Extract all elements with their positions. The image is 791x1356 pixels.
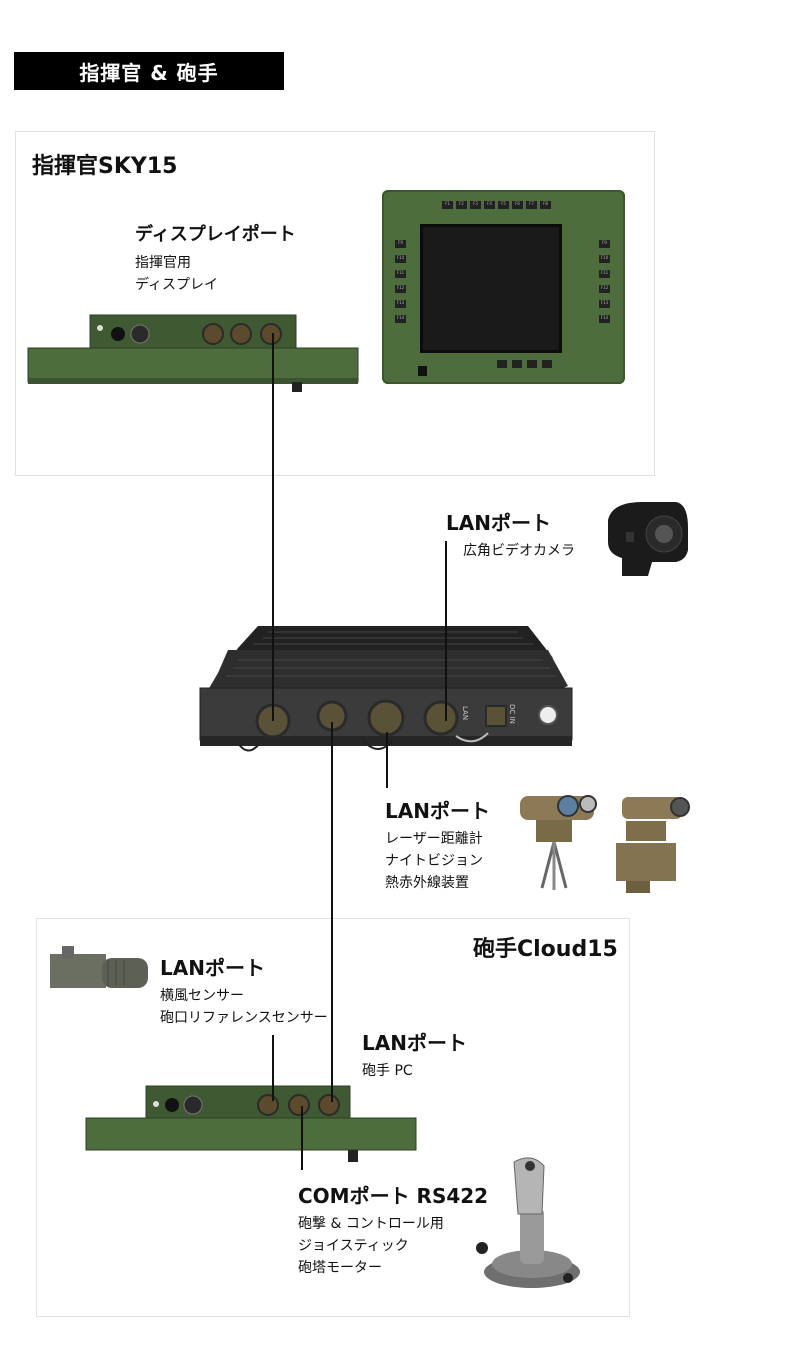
lan-camera-desc: 広角ビデオカメラ [463,543,575,559]
lan-laser-desc-3: 熱赤外線装置 [385,875,469,891]
lan-wind-label: LANポート 横風センサー 砲口リファレンスセンサー [160,952,328,1029]
display-port-title: ディスプレイポート [135,224,296,245]
com-port-desc-2: ジョイスティック [298,1238,409,1254]
gunner-display-side-image [85,1085,417,1162]
monitor-key: F8 [540,201,551,209]
lan-camera-label: LANポート 広角ビデオカメラ [446,507,575,562]
monitor-key: F11 [395,270,406,278]
section-header: 指揮官 & 砲手 [14,52,284,90]
monitor-key: F3 [470,201,481,209]
monitor-key: F4 [484,201,495,209]
lan-laser-desc-1: レーザー距離計 [385,831,483,847]
connector-display-port [272,333,274,721]
com-port-title: COMポート RS422 [298,1184,489,1208]
lan-wind-title: LANポート [160,956,265,980]
monitor-key: F12 [599,285,610,293]
monitor-key: F7 [526,201,537,209]
connector-lan-laser [386,732,388,788]
com-port-desc-3: 砲塔モーター [298,1260,382,1276]
commander-monitor-image: F1 F2 F3 F4 F5 F6 F7 F8 F9 F10 F11 F12 F… [382,190,625,384]
gunner-title: 砲手Cloud15 [473,937,618,962]
monitor-key: F6 [512,201,523,209]
monitor-key: F1 [442,201,453,209]
monitor-key: F10 [599,255,610,263]
laser-rangefinder-image [520,795,597,890]
lan-laser-label: LANポート レーザー距離計 ナイトビジョン 熱赤外線装置 [385,795,490,894]
main-computer-box-image: LAN DC IN [199,626,573,752]
monitor-key: F14 [395,315,406,323]
connector-lan-gunner-pc [331,722,333,1102]
display-port-label: ディスプレイポート 指揮官用 ディスプレイ [135,220,296,296]
lan-gunner-pc-label: LANポート 砲手 PC [362,1027,467,1082]
display-port-desc-1: 指揮官用 [135,255,191,271]
monitor-key: F13 [599,300,610,308]
night-vision-image [616,797,690,893]
joystick-image [476,1157,580,1288]
lan-gunner-pc-desc: 砲手 PC [362,1063,413,1079]
monitor-key: F12 [395,285,406,293]
lan-camera-title: LANポート [446,511,551,535]
monitor-key: F10 [395,255,406,263]
monitor-key: F9 [599,240,610,248]
connector-lan-wind [272,1035,274,1101]
monitor-key: F9 [395,240,406,248]
lan-laser-title: LANポート [385,799,490,823]
com-port-desc-1: 砲撃 & コントロール用 [298,1216,444,1232]
camera-image [608,502,688,576]
connector-lan-camera [445,541,447,721]
dc-in-box-label: DC IN [508,704,516,724]
display-port-desc-2: ディスプレイ [135,277,219,293]
com-port-label: COMポート RS422 砲撃 & コントロール用 ジョイスティック 砲塔モータ… [298,1180,488,1279]
commander-title: 指揮官SKY15 [32,154,178,179]
lan-gunner-pc-title: LANポート [362,1031,467,1055]
lan-wind-desc-2: 砲口リファレンスセンサー [160,1010,328,1026]
wind-sensor-image [50,946,148,988]
connector-com-port [301,1106,303,1170]
commander-display-side-image [27,314,359,392]
lan-laser-desc-2: ナイトビジョン [385,853,483,869]
monitor-key: F14 [599,315,610,323]
monitor-key: F11 [599,270,610,278]
lan-port-box-label: LAN [461,706,469,720]
lan-wind-desc-1: 横風センサー [160,988,244,1004]
monitor-key: F13 [395,300,406,308]
monitor-key: F5 [498,201,509,209]
monitor-key: F2 [456,201,467,209]
